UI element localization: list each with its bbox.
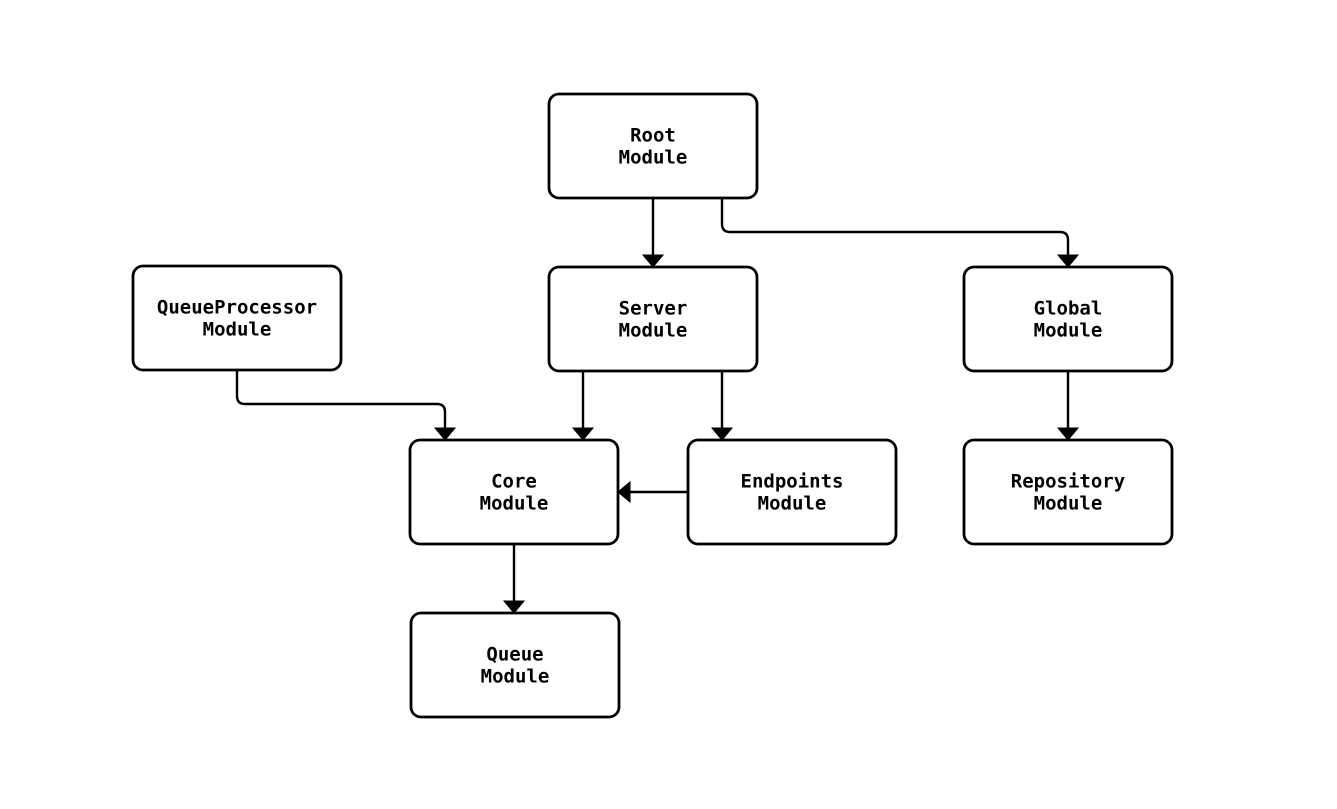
node-box-global xyxy=(962,265,1174,373)
edge-root-to-global xyxy=(720,198,1080,268)
edges-layer xyxy=(235,198,1080,614)
node-box-server xyxy=(547,265,759,373)
edge-queueprocessor-to-core xyxy=(235,370,457,441)
node-box-root xyxy=(547,92,759,200)
node-box-endpoints xyxy=(686,438,898,546)
node-box-queue xyxy=(409,611,621,719)
node-box-core xyxy=(408,438,620,546)
node-box-queueprocessor xyxy=(131,264,343,372)
node-box-repository xyxy=(962,438,1174,546)
